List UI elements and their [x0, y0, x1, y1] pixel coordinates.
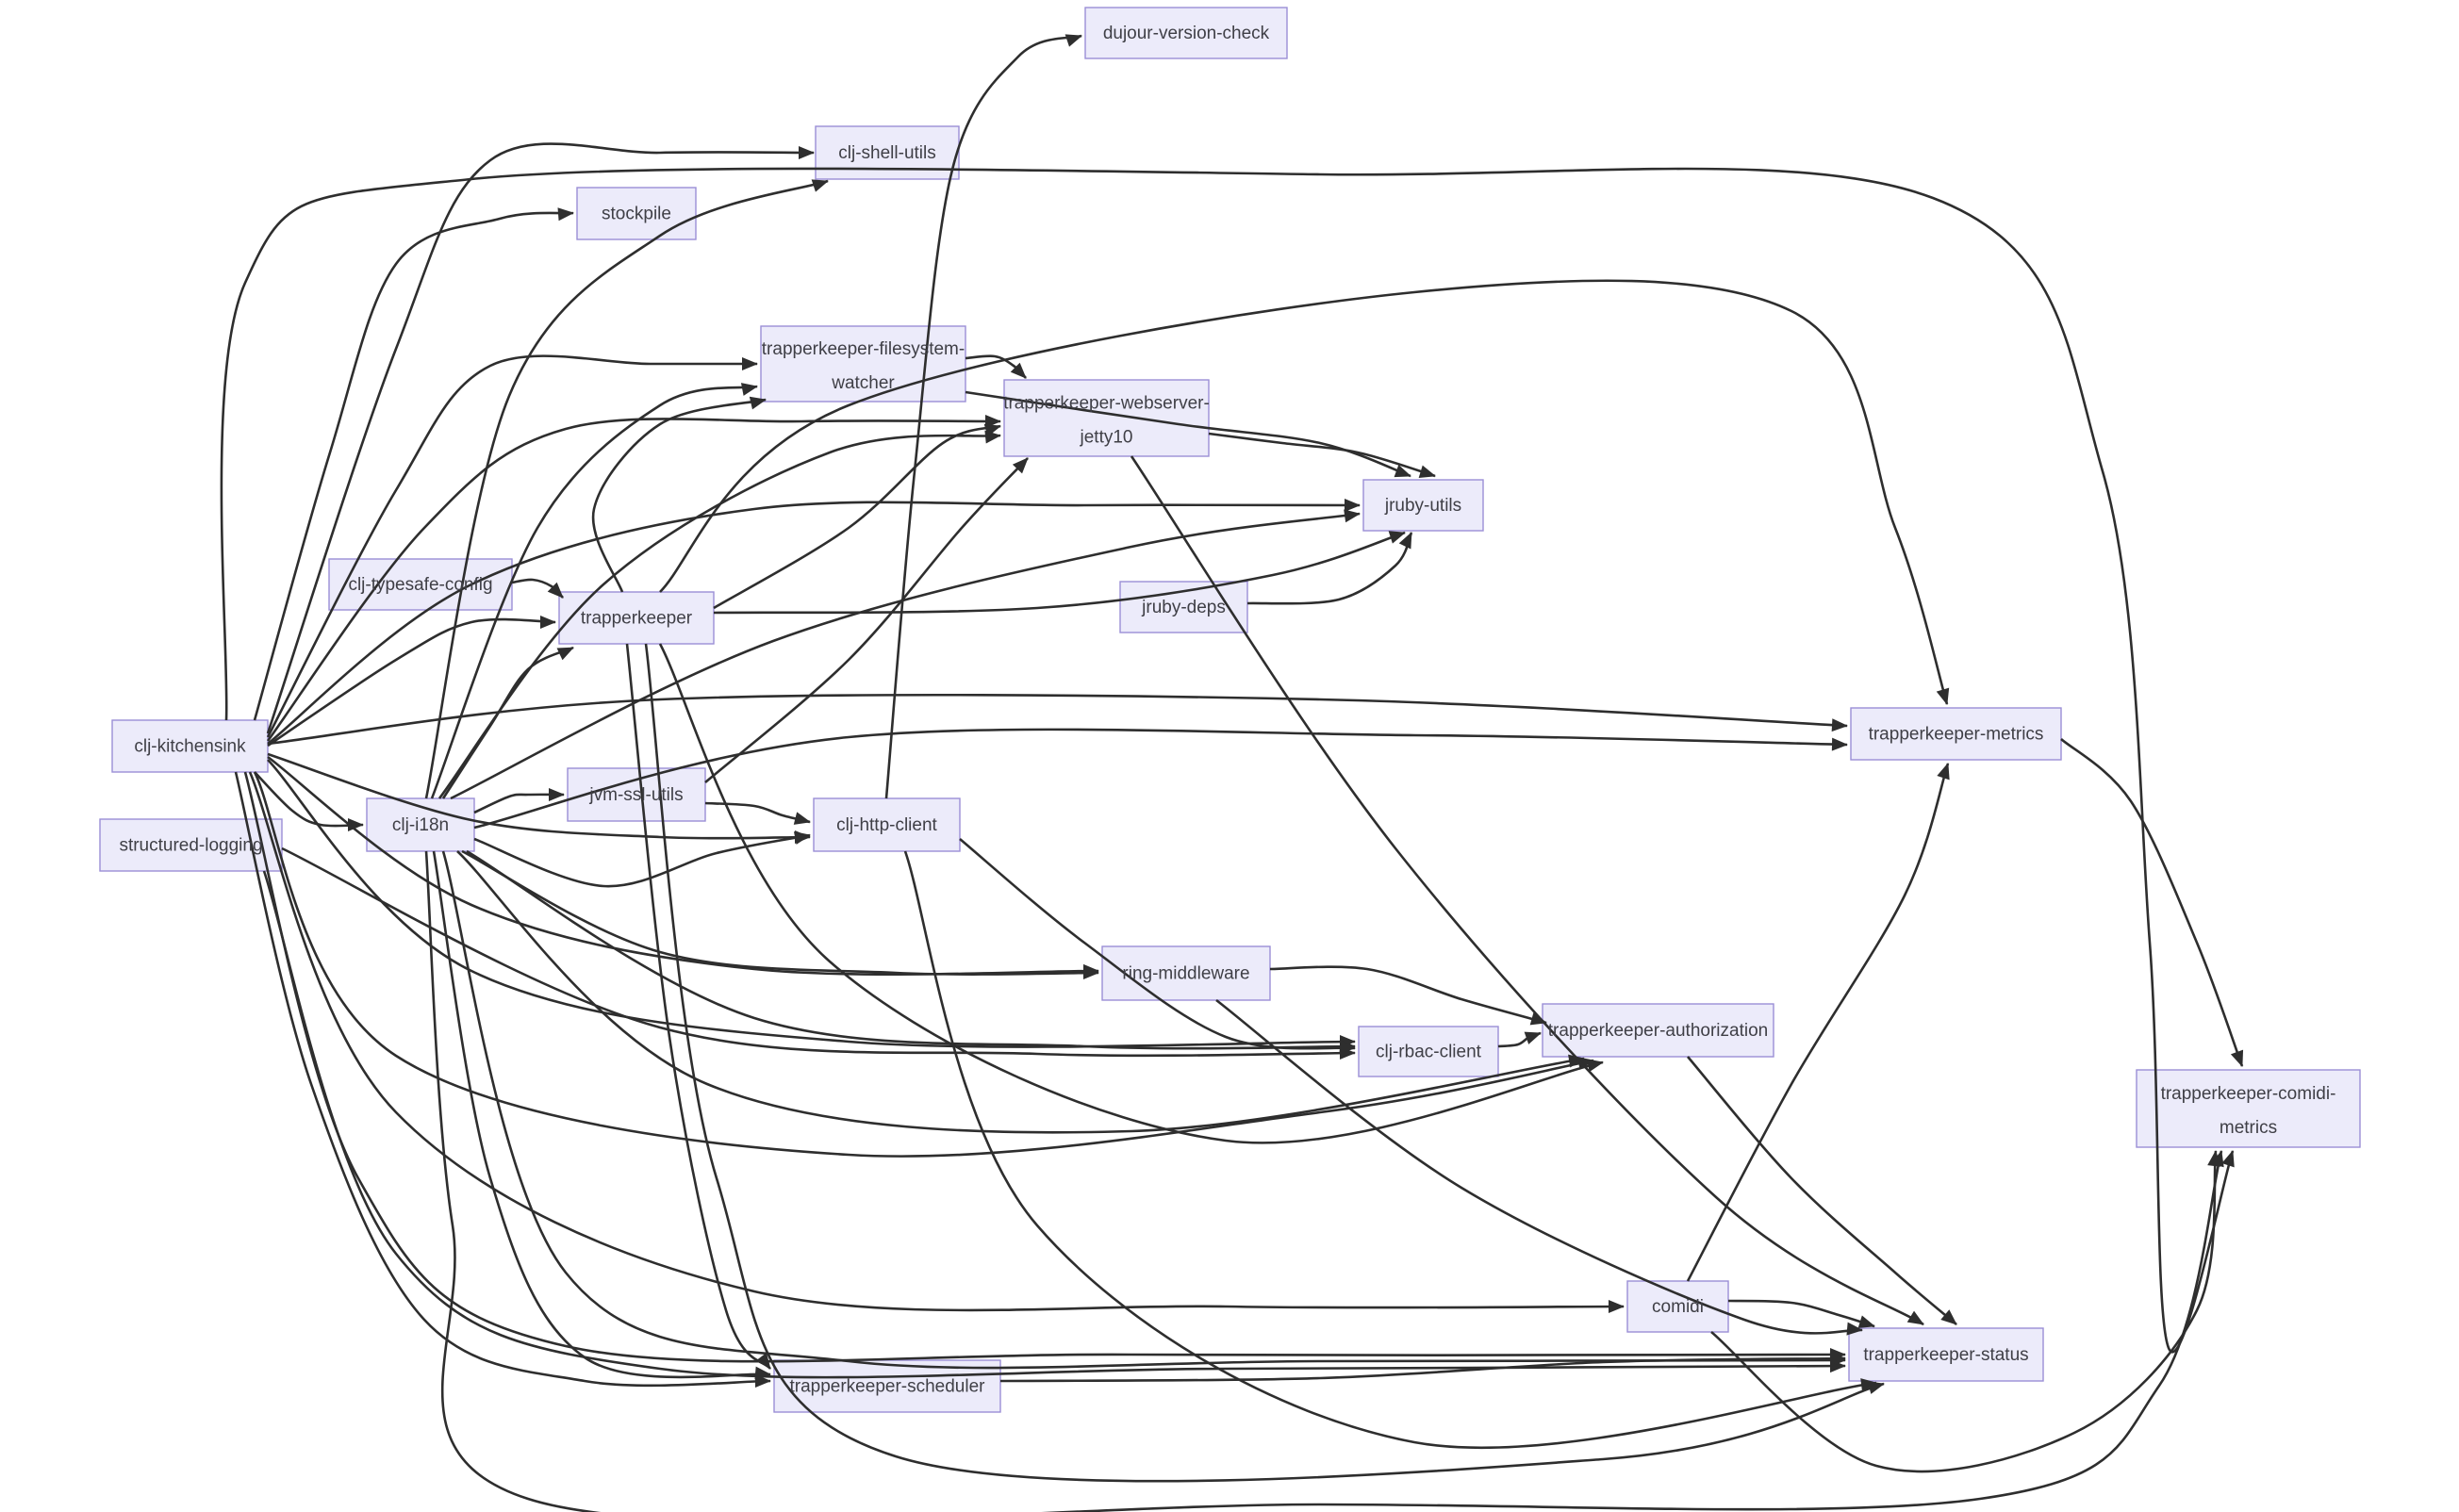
edge-i18n-shell — [424, 179, 829, 799]
node-label-cm: trapperkeeper-comidi-metrics — [2161, 1084, 2336, 1138]
edge-i18n-jetty10 — [437, 430, 1001, 799]
node-label-jvmssl: jvm-ssl-utils — [588, 785, 683, 805]
node-label-ring: ring-middleware — [1122, 964, 1249, 984]
edge-i18n-jvmssl — [473, 787, 565, 814]
edge-i18n-tk — [441, 646, 574, 799]
node-metrics — [1850, 707, 2062, 761]
edge-kitchen-jruby — [267, 498, 1361, 746]
edge-tk-watcher — [591, 396, 767, 593]
node-stockpile — [576, 187, 697, 240]
edge-tk-status — [644, 643, 1885, 1483]
node-label-kitchen: clj-kitchensink — [134, 737, 246, 757]
edge-http-status — [903, 850, 1877, 1450]
node-dujour — [1084, 7, 1288, 59]
node-label-watcher: trapperkeeper-filesystem-watcher — [762, 339, 965, 393]
node-label-shell: clj-shell-utils — [838, 143, 935, 163]
edge-kitchen-rbac — [267, 759, 1356, 1049]
edge-i18n-sched — [432, 850, 771, 1380]
edge-kitchen-cm — [220, 167, 2235, 1354]
edge-kitchen-http — [267, 752, 811, 845]
node-layer — [99, 7, 2361, 1413]
node-auth — [1542, 1003, 1774, 1058]
edge-slog-status — [262, 870, 1846, 1379]
node-label-jetty10: trapperkeeper-webserver-jetty10 — [1003, 394, 1210, 448]
edge-i18n-status — [441, 850, 1846, 1370]
edge-kitchen-shell — [266, 142, 815, 734]
node-label-comidi: comidi — [1652, 1297, 1704, 1317]
edge-tk-metrics — [659, 279, 1950, 705]
edge-sched-status — [999, 1352, 1846, 1383]
edge-http-rbac — [959, 838, 1356, 1054]
edge-jetty10-jruby — [1208, 432, 1436, 479]
node-label-auth: trapperkeeper-authorization — [1548, 1021, 1768, 1041]
edge-tk-jetty10 — [713, 423, 1001, 610]
edge-i18n-rbac — [466, 849, 1356, 1054]
node-ring — [1101, 945, 1271, 1001]
edge-kitchen-watcher — [266, 354, 758, 738]
edge-metrics-cm — [2060, 738, 2244, 1067]
node-label-i18n: clj-i18n — [392, 815, 449, 835]
node-label-slog: structured-logging — [119, 836, 262, 856]
edge-tk-sched — [625, 643, 772, 1370]
edge-tk-jruby — [713, 531, 1406, 615]
edge-layer — [220, 34, 2244, 1512]
edge-i18n-auth — [456, 850, 1585, 1134]
node-label-jrubydeps: jruby-deps — [1141, 598, 1226, 617]
node-watcher — [760, 325, 966, 403]
edge-kitchen-sched — [234, 771, 771, 1389]
node-label-metrics: trapperkeeper-metrics — [1869, 725, 2044, 745]
node-label-sched: trapperkeeper-scheduler — [789, 1377, 985, 1397]
node-typesafe — [328, 558, 513, 611]
node-label-jruby: jruby-utils — [1384, 496, 1461, 516]
node-label-status: trapperkeeper-status — [1863, 1345, 2028, 1365]
edge-http-dujour — [884, 34, 1082, 799]
node-jvmssl — [567, 767, 706, 822]
edge-jvmssl-jetty10 — [704, 457, 1029, 783]
edge-watcher-jruby — [965, 390, 1411, 478]
edge-kitchen-i18n — [254, 771, 364, 832]
edge-ring-status — [1215, 998, 1863, 1336]
edge-auth-status — [1687, 1056, 1957, 1325]
edge-i18n-cm — [424, 850, 2224, 1512]
edge-kitchen-tk — [267, 615, 556, 748]
edge-i18n-jruby — [450, 509, 1361, 800]
edge-slog-rbac — [281, 846, 1356, 1060]
node-label-typesafe: clj-typesafe-config — [348, 575, 492, 595]
node-rbac — [1358, 1026, 1499, 1077]
edge-rbac-auth — [1497, 1031, 1542, 1048]
node-label-rbac: clj-rbac-client — [1376, 1043, 1482, 1062]
edge-comidi-metrics — [1686, 763, 1950, 1282]
edge-comidi-cm — [1710, 1150, 2221, 1473]
node-label-tk: trapperkeeper — [581, 609, 693, 629]
edge-typesafe-tk — [511, 578, 564, 599]
edge-kitchen-stockpile — [253, 207, 574, 721]
edge-ring-auth — [1269, 965, 1547, 1026]
edge-kitchen-auth — [253, 771, 1594, 1158]
edge-i18n-watcher — [430, 383, 758, 799]
node-jetty10 — [1003, 379, 1210, 457]
edge-kitchen-comidi — [248, 771, 1625, 1314]
node-label-http: clj-http-client — [836, 815, 937, 835]
node-label-dujour: dujour-version-check — [1103, 24, 1270, 43]
edge-tk-auth — [658, 643, 1604, 1144]
edge-kitchen-metrics — [267, 693, 1848, 746]
edge-jetty10-status — [1130, 455, 1924, 1326]
edge-i18n-http — [473, 831, 811, 888]
node-jruby — [1362, 479, 1484, 532]
edge-i18n-ring — [461, 849, 1099, 980]
node-label-stockpile: stockpile — [602, 205, 671, 224]
node-kitchen — [111, 719, 269, 773]
edge-i18n-metrics — [473, 728, 1848, 830]
edge-jvmssl-http — [704, 801, 811, 825]
edge-comidi-status — [1727, 1299, 1875, 1328]
edge-watcher-jetty10 — [965, 354, 1027, 379]
node-status — [1848, 1327, 2044, 1382]
edge-kitchen-jetty10 — [266, 414, 1001, 742]
label-layer: dujour-version-check clj-shell-utils stock… — [119, 24, 2335, 1397]
edge-jrubydeps-jruby — [1246, 532, 1413, 605]
node-cm — [2136, 1069, 2361, 1148]
edge-kitchen-status — [243, 771, 1846, 1363]
